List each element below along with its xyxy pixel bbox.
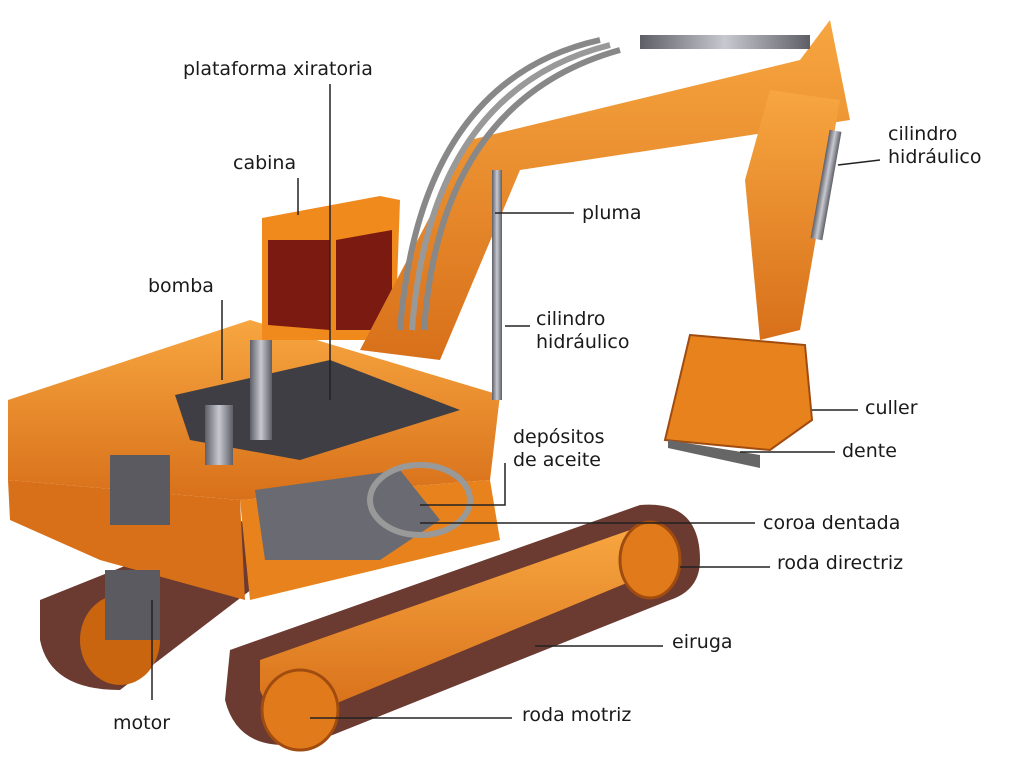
label-motor: motor bbox=[113, 712, 171, 734]
label-depositos-de-aceite: depósitos de aceite bbox=[513, 426, 605, 472]
label-line-2: hidráulico bbox=[536, 331, 630, 353]
cab bbox=[262, 196, 400, 340]
arm-and-bucket bbox=[663, 90, 842, 468]
boom bbox=[360, 20, 850, 400]
label-line-2: hidráulico bbox=[888, 146, 982, 168]
label-plataforma-xiratoria: plataforma xiratoria bbox=[183, 58, 373, 80]
label-line-2: de aceite bbox=[513, 449, 601, 471]
label-bomba: bomba bbox=[148, 275, 214, 297]
upper-body bbox=[8, 320, 500, 640]
front-track bbox=[225, 504, 700, 752]
label-cabina: cabina bbox=[233, 152, 297, 174]
label-cilindro-hidraulico-boom: cilindro hidráulico bbox=[536, 308, 630, 354]
label-line-1: cilindro bbox=[536, 308, 606, 330]
label-dente: dente bbox=[842, 440, 897, 462]
leader-lines bbox=[151, 84, 881, 719]
label-pluma: pluma bbox=[582, 202, 642, 224]
label-line-1: cilindro bbox=[888, 123, 958, 145]
label-roda-motriz: roda motriz bbox=[522, 704, 632, 726]
label-roda-directriz: roda directriz bbox=[777, 552, 904, 574]
label-line-1: depósitos bbox=[513, 426, 605, 448]
label-culler: culler bbox=[865, 397, 918, 419]
label-coroa-dentada: coroa dentada bbox=[763, 512, 901, 534]
label-eiruga: eiruga bbox=[672, 631, 733, 653]
label-cilindro-hidraulico-arm: cilindro hidráulico bbox=[888, 123, 982, 169]
